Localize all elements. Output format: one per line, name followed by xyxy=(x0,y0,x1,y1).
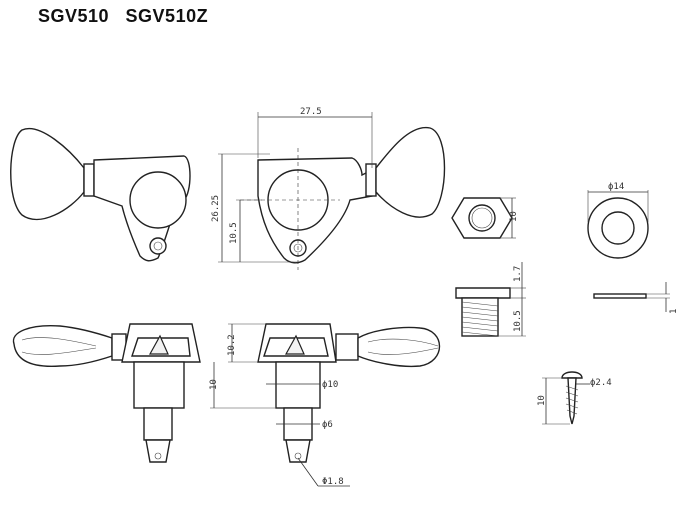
dim-post-height-label: 10.5 xyxy=(229,222,239,244)
tuner-front-view-center xyxy=(240,127,446,270)
bushing-side-view: 1.7 10.5 xyxy=(455,262,526,337)
dim-washer-thickness-label: 1 xyxy=(669,309,679,314)
dimension-overall-width: 27.5 xyxy=(257,107,373,168)
dim-post-dia-label: ϕ10 xyxy=(322,380,338,390)
mounting-screw: 10 ϕ2.4 xyxy=(537,371,612,425)
dim-total-height-label: 26.25 xyxy=(211,195,221,222)
dim-hole-dia-label: Φ1.8 xyxy=(322,477,344,487)
dim-body-height-label: 10.2 xyxy=(227,334,237,356)
tuner-front-view-left xyxy=(10,127,191,262)
dimension-heights: 26.25 10.5 xyxy=(211,153,298,263)
dim-shaft-dia-label: ϕ6 xyxy=(322,420,333,430)
dim-screw-length-label: 10 xyxy=(537,395,547,406)
tuner-side-view-left xyxy=(12,323,201,463)
dim-bushing-thread-label: 10.5 xyxy=(513,310,523,332)
washer-side-view: 1 xyxy=(593,282,679,314)
dim-washer-dia-label: ϕ14 xyxy=(608,182,624,192)
dim-screw-dia-label: ϕ2.4 xyxy=(590,378,612,388)
dim-post-length-label: 10 xyxy=(209,379,219,390)
hex-nut: 10 xyxy=(451,197,519,239)
washer-top-view: ϕ14 xyxy=(587,182,649,259)
dim-overall-width-label: 27.5 xyxy=(300,107,322,117)
tuner-side-view-center xyxy=(257,323,441,463)
dim-nut-width-label: 10 xyxy=(509,211,519,222)
dim-bushing-top-label: 1.7 xyxy=(513,266,523,282)
dimension-side-view: 10.2 10 ϕ10 ϕ6 Φ1.8 xyxy=(209,323,350,487)
page-title: SGV510 SGV510Z xyxy=(38,6,209,26)
